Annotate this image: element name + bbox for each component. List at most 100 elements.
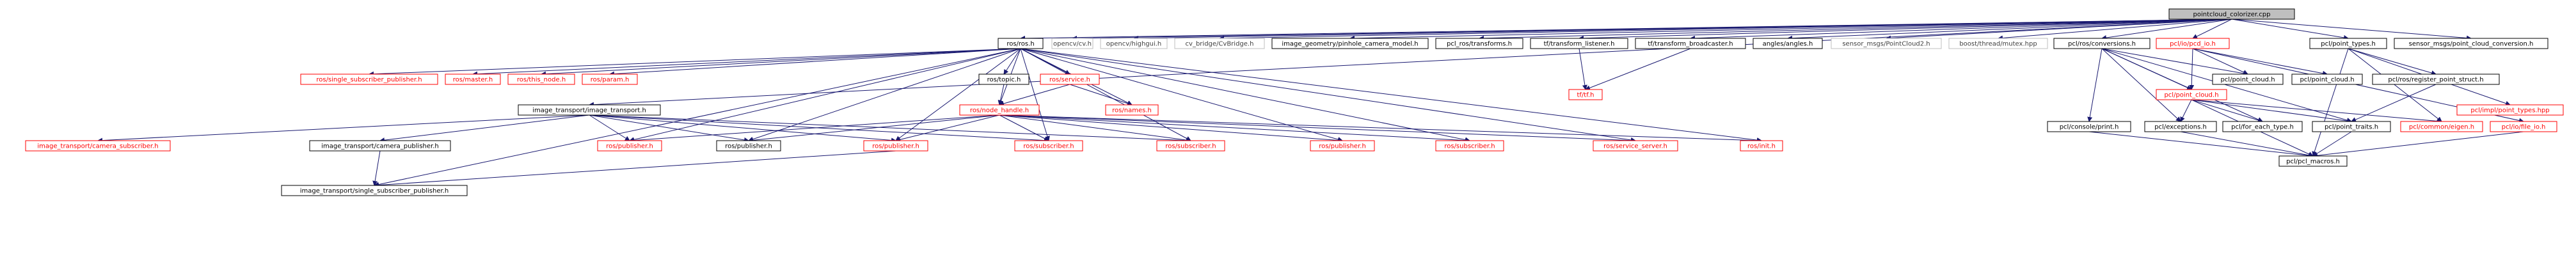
edge-layer — [97, 19, 2524, 188]
edge-ros_service-to-ros_node_handle — [999, 84, 1070, 106]
edge-pcl_ros_conversions-to-pcl_point_cloud_a — [2101, 48, 2248, 76]
edge-root-to-angles — [1787, 19, 2232, 41]
edge-it_image_transport-to-ros_publisher_red — [589, 114, 630, 141]
node-ros_subscriber_r1[interactable]: ros/subscriber.h — [1014, 140, 1083, 152]
node-it_image_transport[interactable]: image_transport/image_transport.h — [518, 104, 661, 116]
node-box — [2222, 121, 2303, 132]
edge-pcl_io_pcd-to-pcl_point_cloud_b — [2192, 48, 2328, 76]
node-pcl_ros_conversions[interactable]: pcl/ros/conversions.h — [2053, 38, 2151, 49]
node-label: ros/publisher.h — [725, 143, 772, 150]
node-pcl_io_pcd[interactable]: pcl/io/pcd_io.h — [2156, 38, 2230, 49]
node-pcl_point_traits[interactable]: pcl/point_traits.h — [2312, 121, 2391, 132]
node-pcl_for_each[interactable]: pcl/for_each_type.h — [2222, 121, 2303, 132]
node-ros_ros[interactable]: ros/ros.h — [998, 38, 1044, 49]
node-box — [300, 74, 438, 85]
node-opencv_cv[interactable]: opencv/cv.h — [1051, 38, 1093, 49]
node-box — [2156, 38, 2230, 49]
edge-ros_publisher_r2-to-it_single_sub_pub — [374, 150, 896, 188]
node-label: ros/master.h — [453, 77, 493, 84]
edge-pcl_exceptions-to-pcl_macros — [2180, 131, 2314, 158]
node-ros_subscriber_r2[interactable]: ros/subscriber.h — [1156, 140, 1225, 152]
node-label: tf/transform_listener.h — [1544, 41, 1615, 48]
node-pcl_point_types[interactable]: pcl/point_types.h — [2309, 38, 2387, 49]
edge-root-to-boost_mutex — [1998, 19, 2232, 41]
node-pcl_ros_transforms[interactable]: pcl_ros/transforms.h — [1435, 38, 1523, 49]
node-box — [2312, 121, 2391, 132]
edge-pcl_ros_conversions-to-pcl_console_print — [2087, 48, 2103, 122]
node-pcl_register[interactable]: pcl/ros/register_point_struct.h — [2372, 74, 2500, 85]
node-label: pcl/point_cloud.h — [2220, 77, 2275, 84]
node-ros_publisher_r3[interactable]: ros/publisher.h — [1310, 140, 1375, 152]
node-ros_service[interactable]: ros/service.h — [1040, 74, 1100, 85]
edge-ros_ros-to-ros_publisher_black — [748, 48, 1021, 142]
edge-root-to-cv_bridge — [1219, 19, 2232, 41]
node-box — [1310, 140, 1375, 152]
node-pinhole[interactable]: image_geometry/pinhole_camera_model.h — [1271, 38, 1429, 49]
node-label: pointcloud_colorizer.cpp — [2193, 12, 2271, 19]
node-it_camera_publisher[interactable]: image_transport/camera_publisher.h — [309, 140, 451, 152]
node-cv_bridge[interactable]: cv_bridge/CvBridge.h — [1174, 38, 1265, 49]
node-ros_publisher_r2[interactable]: ros/publisher.h — [863, 140, 928, 152]
node-label: image_transport/single_subscriber_publis… — [300, 188, 449, 195]
node-sensor_pc_conv[interactable]: sensor_msgs/point_cloud_conversion.h — [2394, 38, 2548, 49]
node-tf_listener[interactable]: tf/transform_listener.h — [1530, 38, 1628, 49]
node-ros_node_handle[interactable]: ros/node_handle.h — [959, 104, 1040, 116]
node-box — [1105, 104, 1159, 116]
edge-it_image_transport-to-ros_publisher_black — [589, 114, 749, 143]
node-boost_mutex[interactable]: boost/thread/mutex.hpp — [1948, 38, 2048, 49]
edge-ros_ros-to-ros_this_node — [541, 48, 1021, 77]
node-box — [1530, 38, 1628, 49]
node-ros_topic[interactable]: ros/topic.h — [978, 74, 1030, 85]
node-tf_broadcaster[interactable]: tf/transform_broadcaster.h — [1635, 38, 1746, 49]
node-pcl_io_file_io[interactable]: pcl/io/file_io.h — [2490, 121, 2557, 132]
node-box — [2309, 38, 2387, 49]
node-label: pcl_ros/transforms.h — [1447, 41, 1512, 48]
node-ros_this_node[interactable]: ros/this_node.h — [507, 74, 575, 85]
node-root[interactable]: pointcloud_colorizer.cpp — [2168, 8, 2295, 20]
node-label: cv_bridge/CvBridge.h — [1186, 41, 1254, 48]
node-label: pcl/ros/register_point_struct.h — [2388, 77, 2483, 84]
node-box — [1174, 38, 1265, 49]
node-box — [1568, 89, 1603, 100]
node-ros_subscriber_r3[interactable]: ros/subscriber.h — [1435, 140, 1504, 152]
node-label: ros/subscriber.h — [1444, 143, 1495, 150]
node-label: ros/param.h — [591, 77, 630, 84]
node-pcl_point_cloud_a[interactable]: pcl/point_cloud.h — [2212, 74, 2284, 85]
node-opencv_highgui[interactable]: opencv/highgui.h — [1100, 38, 1168, 49]
node-ros_master[interactable]: ros/master.h — [445, 74, 501, 85]
node-it_single_sub_pub[interactable]: image_transport/single_subscriber_publis… — [281, 185, 468, 196]
node-label: pcl/common/eigen.h — [2409, 124, 2474, 131]
node-ros_param[interactable]: ros/param.h — [582, 74, 638, 85]
node-sensor_pc2[interactable]: sensor_msgs/PointCloud2.h — [1831, 38, 1942, 49]
node-ros_publisher_black[interactable]: ros/publisher.h — [716, 140, 781, 152]
node-box — [518, 104, 661, 116]
edge-pcl_point_types-to-pcl_register — [2348, 48, 2437, 75]
edge-ros_ros-to-ros_topic — [1003, 48, 1021, 75]
node-ros_publisher_red[interactable]: ros/publisher.h — [597, 140, 662, 152]
node-single_sub_pub_h[interactable]: ros/single_subscriber_publisher.h — [300, 74, 438, 85]
node-pcl_console_print[interactable]: pcl/console/print.h — [2047, 121, 2131, 132]
node-pcl_macros[interactable]: pcl/pcl_macros.h — [2278, 155, 2348, 167]
node-ros_service_server[interactable]: ros/service_server.h — [1593, 140, 1678, 152]
node-pcl_point_cloud_b[interactable]: pcl/point_cloud.h — [2291, 74, 2363, 85]
edge-pcl_ros_conversions-to-pcl_for_each — [2101, 48, 2263, 122]
edge-it_image_transport-to-ros_subscriber_r2 — [589, 114, 1191, 143]
node-label: pcl/impl/point_types.hpp — [2470, 107, 2549, 114]
node-pcl_exceptions[interactable]: pcl/exceptions.h — [2144, 121, 2217, 132]
edge-root-to-it_image_transport — [589, 19, 2232, 107]
node-box — [2400, 121, 2483, 132]
node-ros_init[interactable]: ros/init.h — [1740, 140, 1783, 152]
node-box — [1740, 140, 1783, 152]
node-pcl_common_eigen[interactable]: pcl/common/eigen.h — [2400, 121, 2483, 132]
node-pcl_point_cloud_main[interactable]: pcl/point_cloud.h — [2156, 89, 2227, 100]
edge-pcl_console_print-to-pcl_macros — [2088, 131, 2314, 159]
node-pcl_impl_point_types[interactable]: pcl/impl/point_types.hpp — [2456, 104, 2564, 116]
edge-ros_node_handle-to-ros_subscriber_r3 — [999, 114, 1470, 143]
edge-root-to-pcl_ros_conversions — [2101, 19, 2232, 40]
node-ros_names[interactable]: ros/names.h — [1105, 104, 1159, 116]
node-it_camera_subscriber[interactable]: image_transport/camera_subscriber.h — [25, 140, 171, 152]
edge-ros_node_handle-to-ros_service_server — [999, 114, 1636, 143]
node-angles[interactable]: angles/angles.h — [1753, 38, 1823, 49]
node-tf_tf[interactable]: tf/tf.h — [1568, 89, 1603, 100]
